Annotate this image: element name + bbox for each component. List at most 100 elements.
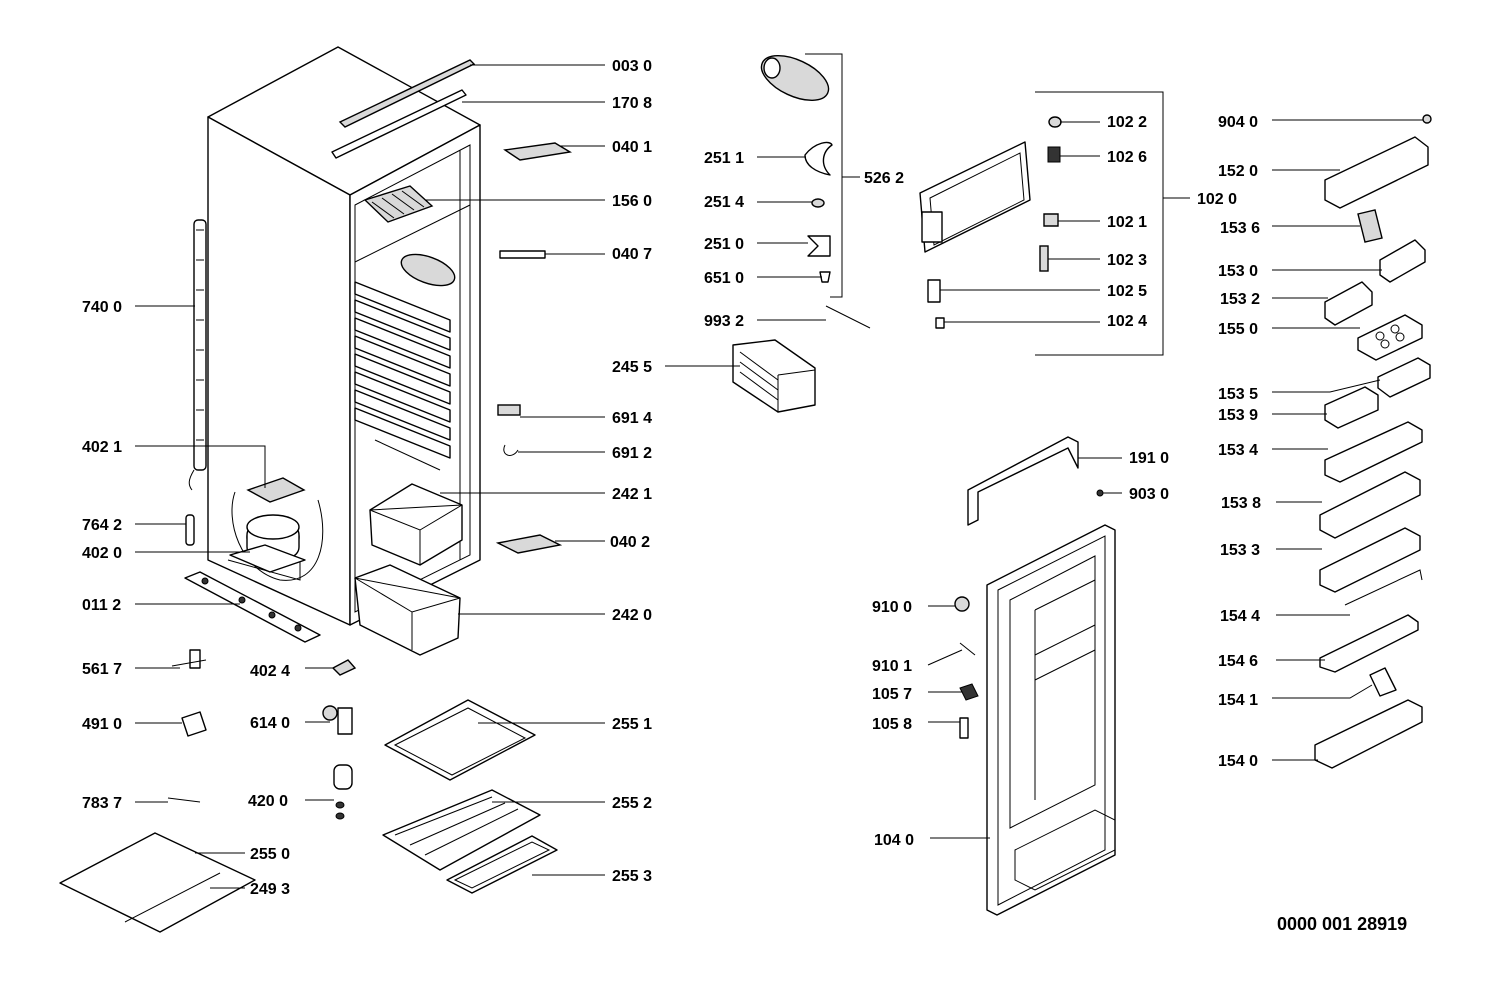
label-7837: 783 7 xyxy=(82,795,122,812)
label-1541: 154 1 xyxy=(1218,692,1258,709)
label-2514: 251 4 xyxy=(704,194,744,211)
label-2550: 255 0 xyxy=(250,846,290,863)
label-1539: 153 9 xyxy=(1218,407,1258,424)
shelf-frame-2552 xyxy=(382,789,541,871)
label-1535: 153 5 xyxy=(1218,386,1258,403)
label-1708: 170 8 xyxy=(612,95,652,112)
bracket-6914 xyxy=(497,404,521,416)
label-7400: 740 0 xyxy=(82,299,122,316)
label-4200: 420 0 xyxy=(248,793,288,810)
knob-1022 xyxy=(1048,116,1062,128)
label-9100: 910 0 xyxy=(872,599,912,616)
label-1040: 104 0 xyxy=(874,832,914,849)
label-2493: 249 3 xyxy=(250,881,290,898)
trim-2493 xyxy=(124,872,221,923)
label-2421: 242 1 xyxy=(612,486,652,503)
refrigerator-door xyxy=(986,524,1116,916)
label-6912: 691 2 xyxy=(612,445,652,462)
top-seal-strip xyxy=(338,59,476,128)
egg-tray xyxy=(1357,314,1423,361)
shelf-1546 xyxy=(1319,614,1419,673)
capacitor-4200 xyxy=(333,764,353,820)
leader-lines xyxy=(135,64,1423,889)
label-4021: 402 1 xyxy=(82,439,122,456)
label-7642: 764 2 xyxy=(82,517,122,534)
label-0112: 011 2 xyxy=(82,597,121,614)
clip-1025 xyxy=(927,279,941,303)
flap-1536 xyxy=(1357,209,1383,243)
hinge-pin xyxy=(499,250,546,259)
relay-box xyxy=(246,477,306,503)
label-1536: 153 6 xyxy=(1220,220,1260,237)
hinge-top xyxy=(503,142,573,161)
label-1530: 153 0 xyxy=(1218,263,1258,280)
label-1532: 153 2 xyxy=(1220,291,1260,308)
label-1024: 102 4 xyxy=(1107,313,1147,330)
rail-1544 xyxy=(1344,569,1423,606)
bracket-1058 xyxy=(959,717,969,739)
hinge-1057 xyxy=(959,683,979,701)
evaporator-grid xyxy=(363,185,434,223)
box-1539 xyxy=(1324,386,1379,429)
clip-4024 xyxy=(331,659,357,676)
label-1020: 102 0 xyxy=(1197,191,1237,208)
label-1021: 102 1 xyxy=(1107,214,1147,231)
label-9030: 903 0 xyxy=(1129,486,1169,503)
lid-1532 xyxy=(1324,281,1373,326)
label-1057: 105 7 xyxy=(872,686,912,703)
label-9101: 910 1 xyxy=(872,658,912,675)
label-1023: 102 3 xyxy=(1107,252,1147,269)
shelf-1534 xyxy=(1324,421,1423,483)
lamp-7837 xyxy=(167,797,201,803)
label-1058: 105 8 xyxy=(872,716,912,733)
pin-9101 xyxy=(959,642,976,656)
plug-4910 xyxy=(181,711,207,737)
bottle-shelf xyxy=(1314,699,1423,769)
dryer-filter xyxy=(185,514,195,546)
label-5262: 526 2 xyxy=(864,170,904,187)
label-1022: 102 2 xyxy=(1107,114,1147,131)
thermostat-assembly xyxy=(760,54,871,329)
group-bracket-5262 xyxy=(805,53,843,298)
box-1535 xyxy=(1377,357,1431,398)
label-1544: 154 4 xyxy=(1220,608,1260,625)
label-1520: 152 0 xyxy=(1218,163,1258,180)
motor-6140 xyxy=(322,705,353,735)
group-bracket-1020 xyxy=(1035,91,1164,356)
door-seal-top xyxy=(967,436,1079,526)
label-1560: 156 0 xyxy=(612,193,652,210)
clip-1021 xyxy=(1043,213,1059,227)
crisper-lower xyxy=(354,564,461,656)
label-1026: 102 6 xyxy=(1107,149,1147,166)
shelf-1533 xyxy=(1319,527,1421,593)
hinge-cap-9100 xyxy=(954,596,970,612)
freezer-flap xyxy=(919,141,1031,253)
clip-1023 xyxy=(1039,245,1049,272)
label-1534: 153 4 xyxy=(1218,442,1258,459)
label-2551: 255 1 xyxy=(612,716,652,733)
label-4020: 402 0 xyxy=(82,545,122,562)
label-2511: 251 1 xyxy=(704,150,744,167)
label-1546: 154 6 xyxy=(1218,653,1258,670)
label-2455: 245 5 xyxy=(612,359,652,376)
label-6140: 614 0 xyxy=(250,715,290,732)
label-0030: 003 0 xyxy=(612,58,652,75)
lamp-holder-5617 xyxy=(171,649,207,669)
label-1538: 153 8 xyxy=(1221,495,1261,512)
cabinet-shelves xyxy=(354,281,451,459)
label-0401: 040 1 xyxy=(612,139,652,156)
label-2420: 242 0 xyxy=(612,607,652,624)
clip-1026 xyxy=(1047,146,1061,163)
label-1025: 102 5 xyxy=(1107,283,1147,300)
label-9040: 904 0 xyxy=(1218,114,1258,131)
dairy-compartment xyxy=(1324,136,1429,209)
label-4910: 491 0 xyxy=(82,716,122,733)
top-trim-strip xyxy=(331,89,467,159)
label-1540: 154 0 xyxy=(1218,753,1258,770)
flap-1541 xyxy=(1369,667,1397,697)
lid-1530 xyxy=(1379,239,1426,283)
glass-shelf-2551 xyxy=(384,699,536,781)
label-1550: 155 0 xyxy=(1218,321,1258,338)
shelf-1538 xyxy=(1319,471,1421,539)
